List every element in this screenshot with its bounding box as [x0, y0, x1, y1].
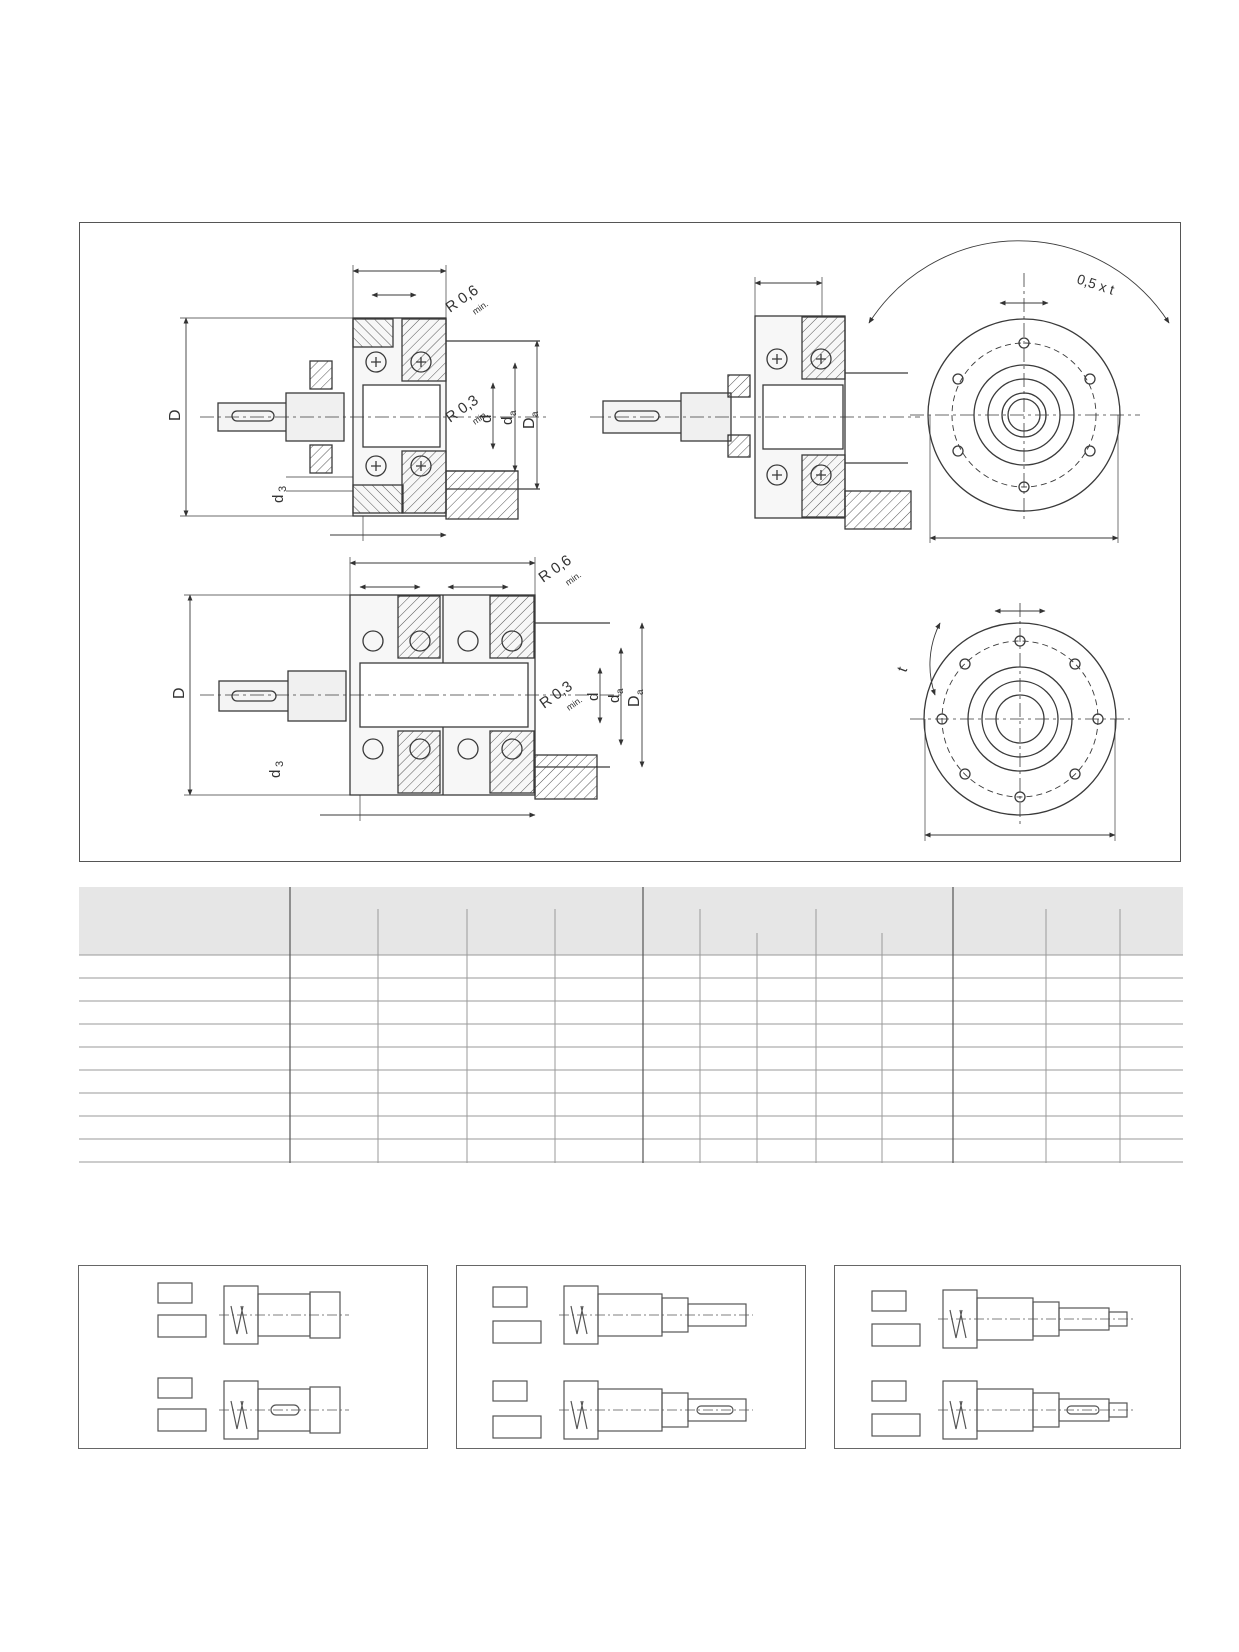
shaft-variant-drawing-1: [157, 1282, 349, 1440]
label-da-sub-view1: a: [508, 410, 519, 416]
shaft-variant-drawing-2: [492, 1285, 753, 1440]
label-d3-view4: d: [267, 770, 284, 778]
label-box: [871, 1323, 921, 1347]
label-box: [871, 1380, 907, 1402]
label-pitch-half: 0,5 x t: [1075, 271, 1116, 298]
label-da-sub-view4: a: [615, 688, 626, 694]
view-single-unit-alt: [590, 277, 920, 530]
label-D-view4: D: [171, 687, 188, 699]
label-Da-sub-view4: a: [635, 689, 646, 695]
table-column-dividers: [377, 909, 1121, 1163]
label-box: [157, 1282, 193, 1304]
label-box: [492, 1320, 542, 1344]
drawing-frame: D d 3 d d a D a R 0,6 min. R 0,3 min.: [79, 222, 1181, 862]
label-box: [492, 1415, 542, 1439]
dimension-table: [79, 887, 1183, 1163]
view-single-unit: [180, 265, 550, 541]
table-group-dividers: [289, 887, 954, 1163]
label-Da-view1: D: [521, 417, 538, 429]
label-D-view1: D: [167, 409, 184, 421]
table-rules: [79, 954, 1183, 1163]
shaft-end-plain: [219, 1285, 349, 1345]
label-d-view1: d: [478, 415, 495, 423]
label-d3-sub-view1: 3: [277, 486, 289, 492]
label-box: [871, 1413, 921, 1437]
label-d3-view1: d: [270, 495, 287, 503]
shaft-end-keyed: [219, 1380, 349, 1440]
label-Da-sub-view1: a: [530, 411, 541, 417]
label-d3-sub-view4: 3: [274, 761, 286, 767]
label-box: [157, 1408, 207, 1432]
label-min-view4: min.: [563, 570, 583, 588]
shaft-end-long-keyed: [938, 1380, 1135, 1440]
shaft-variant-box-2: [456, 1265, 806, 1449]
dimension-table-grid: [79, 887, 1183, 1163]
shaft-variant-box-1: [78, 1265, 428, 1449]
label-Da-view4: D: [626, 695, 643, 707]
view-tandem-unit: [184, 557, 645, 821]
table-header-band: [79, 887, 1183, 955]
label-box: [157, 1314, 207, 1338]
label-da-view4: d: [606, 695, 623, 703]
shaft-end-long-plain: [938, 1289, 1135, 1349]
label-d-view4: d: [585, 693, 602, 701]
view-flange-face-large: [868, 240, 1170, 543]
shaft-end-stepped-plain: [559, 1285, 753, 1345]
label-da-view1: d: [499, 417, 516, 425]
shaft-variant-box-3: [834, 1265, 1181, 1449]
label-box: [871, 1290, 907, 1312]
label-box: [157, 1377, 193, 1399]
shaft-variant-drawing-3: [871, 1289, 1135, 1440]
label-box: [492, 1286, 528, 1308]
label-pitch: t: [894, 664, 912, 675]
view-flange-face-small: [910, 603, 1130, 841]
bearing-drawing: D d 3 d d a D a R 0,6 min. R 0,3 min.: [167, 240, 1170, 841]
shaft-end-stepped-keyed: [559, 1380, 753, 1440]
label-box: [492, 1380, 528, 1402]
